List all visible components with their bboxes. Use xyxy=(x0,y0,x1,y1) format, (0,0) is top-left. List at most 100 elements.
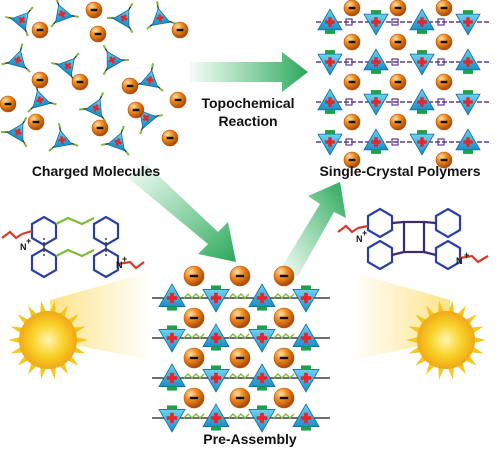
anion-sphere-icon xyxy=(229,347,251,369)
process-arrow-icon xyxy=(128,164,236,262)
cation-triangle-icon xyxy=(84,98,103,118)
anion-sphere-icon xyxy=(121,77,139,95)
single-crystal-polymer-lattice xyxy=(316,0,490,169)
cation-triangle-icon xyxy=(248,405,276,433)
anion-sphere-icon xyxy=(31,71,49,89)
cation-triangle-icon xyxy=(409,50,435,76)
anion-sphere-icon xyxy=(273,387,295,409)
anion-sphere-icon xyxy=(435,0,453,17)
cation-triangle-icon xyxy=(158,405,186,433)
cation-triangle-icon xyxy=(202,285,230,313)
svg-text:+: + xyxy=(362,228,367,238)
pre-assembly-label: Pre-Assembly xyxy=(203,431,297,447)
cation-triangle-icon xyxy=(158,283,186,311)
cation-triangle-icon xyxy=(455,48,481,74)
cation-triangle-icon xyxy=(317,50,343,76)
cation-triangle-icon xyxy=(292,403,320,431)
cation-triangle-icon xyxy=(53,129,73,148)
topochemical-label-line1: Topochemical xyxy=(201,95,294,111)
svg-text:N: N xyxy=(356,234,363,244)
svg-text:N: N xyxy=(116,260,123,270)
anion-sphere-icon xyxy=(389,0,407,17)
svg-text:N: N xyxy=(456,256,463,266)
process-arrow-icon xyxy=(190,52,308,92)
pre-assembly-lattice xyxy=(152,265,330,433)
anion-sphere-icon xyxy=(435,33,453,51)
anion-sphere-icon xyxy=(27,113,45,131)
cation-triangle-icon xyxy=(363,10,389,36)
anion-sphere-icon xyxy=(0,95,17,113)
anion-sphere-icon xyxy=(89,25,107,43)
cation-triangle-icon xyxy=(202,403,230,431)
svg-text:+: + xyxy=(26,236,31,246)
cation-triangle-icon xyxy=(248,283,276,311)
anion-sphere-icon xyxy=(229,307,251,329)
cation-triangle-icon xyxy=(55,4,74,24)
cation-triangle-icon xyxy=(455,10,481,36)
svg-text:+: + xyxy=(464,250,469,260)
cation-triangle-icon xyxy=(56,57,75,78)
cation-triangle-icon xyxy=(363,128,389,154)
anion-sphere-icon xyxy=(435,113,453,131)
anion-sphere-icon xyxy=(229,387,251,409)
cation-triangle-icon xyxy=(363,48,389,74)
anion-sphere-icon xyxy=(127,101,145,119)
cation-triangle-icon xyxy=(317,88,343,114)
anion-sphere-icon xyxy=(71,73,89,91)
anion-sphere-icon xyxy=(343,113,361,131)
cation-triangle-icon xyxy=(292,323,320,351)
cation-triangle-icon xyxy=(455,128,481,154)
cation-triangle-icon xyxy=(7,49,26,69)
cation-triangle-icon xyxy=(32,89,51,109)
svg-text:+: + xyxy=(122,254,127,264)
cation-triangle-icon xyxy=(151,7,171,26)
anion-sphere-icon xyxy=(435,151,453,169)
cation-triangle-icon xyxy=(317,8,343,34)
cation-triangle-icon xyxy=(317,130,343,156)
sun-icon xyxy=(8,300,88,380)
cation-triangle-icon xyxy=(158,363,186,391)
anion-sphere-icon xyxy=(343,73,361,91)
svg-text:N: N xyxy=(20,242,27,252)
anion-sphere-icon xyxy=(435,73,453,91)
anion-sphere-icon xyxy=(343,33,361,51)
cation-triangle-icon xyxy=(409,88,435,114)
cation-triangle-icon xyxy=(139,69,159,88)
process-arrow-icon xyxy=(280,182,346,276)
anion-sphere-icon xyxy=(91,119,109,137)
cation-triangle-icon xyxy=(248,325,276,353)
cation-triangle-icon xyxy=(248,363,276,391)
anion-sphere-icon xyxy=(85,1,103,19)
process-arrows xyxy=(128,52,346,276)
cation-triangle-icon xyxy=(455,90,481,116)
anion-sphere-icon xyxy=(183,265,205,287)
cation-triangle-icon xyxy=(292,365,320,393)
cyclobutane-dimer-icon: N + N + xyxy=(337,207,489,271)
cation-triangle-icon xyxy=(10,11,29,32)
cation-triangle-icon xyxy=(158,325,186,353)
charged-molecules-label: Charged Molecules xyxy=(32,163,161,179)
anion-sphere-icon xyxy=(389,113,407,131)
topochemical-label-line2: Reaction xyxy=(218,113,277,129)
anion-sphere-icon xyxy=(183,387,205,409)
cation-triangle-icon xyxy=(202,323,230,351)
anion-sphere-icon xyxy=(229,265,251,287)
anion-sphere-icon xyxy=(273,265,295,287)
charged-molecules-cluster xyxy=(0,0,189,156)
cation-triangle-icon xyxy=(106,132,125,152)
cation-triangle-icon xyxy=(202,365,230,393)
cation-triangle-icon xyxy=(6,122,24,143)
cation-triangle-icon xyxy=(409,130,435,156)
anion-sphere-icon xyxy=(171,21,189,39)
anion-sphere-icon xyxy=(183,347,205,369)
cation-triangle-icon xyxy=(292,285,320,313)
anion-sphere-icon xyxy=(389,73,407,91)
cation-triangle-icon xyxy=(363,90,389,116)
anion-sphere-icon xyxy=(161,129,179,147)
anion-sphere-icon xyxy=(273,307,295,329)
cation-triangle-icon xyxy=(139,109,158,130)
anion-sphere-icon xyxy=(273,347,295,369)
cation-triangle-icon xyxy=(112,8,130,29)
